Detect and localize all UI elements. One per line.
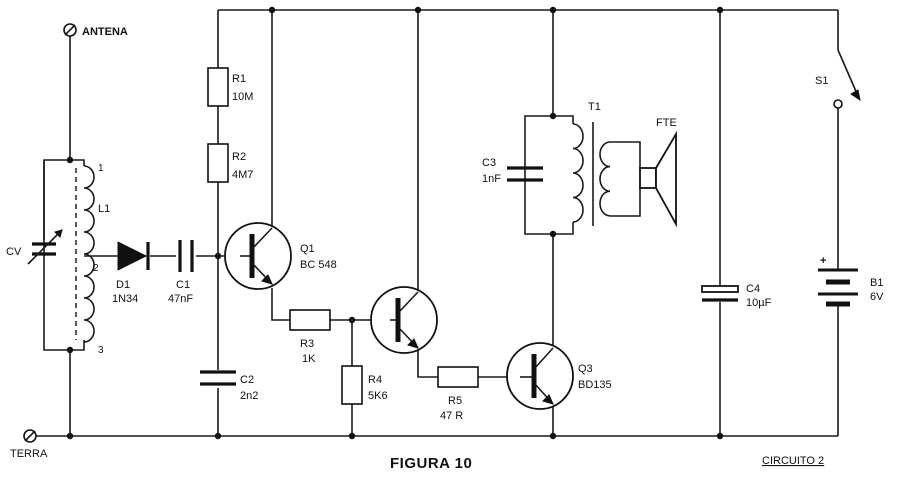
c1-ref: C1 bbox=[176, 279, 190, 291]
q3-ref: Q3 bbox=[578, 363, 593, 375]
t1-ref: T1 bbox=[588, 101, 601, 113]
transistor-q3: Q3 BD135 bbox=[506, 342, 612, 410]
wiring bbox=[36, 9, 839, 437]
coil-l1: L1 1 2 3 bbox=[75, 163, 110, 356]
r2-ref: R2 bbox=[232, 151, 246, 163]
q3-value: BD135 bbox=[578, 379, 612, 391]
s1-ref: S1 bbox=[815, 75, 828, 87]
antenna-label: ANTENA bbox=[82, 26, 128, 38]
c4-value: 10µF bbox=[746, 297, 772, 309]
transformer-t1: T1 bbox=[572, 101, 611, 226]
capacitor-c1: C1 47nF bbox=[168, 240, 194, 305]
antenna-terminal: ANTENA bbox=[63, 23, 128, 38]
c2-ref: C2 bbox=[240, 374, 254, 386]
r3-ref: R3 bbox=[300, 338, 314, 350]
resistor-r5: R5 47 R bbox=[437, 366, 479, 422]
r5-ref: R5 bbox=[448, 395, 462, 407]
r4-ref: R4 bbox=[368, 374, 382, 386]
coil-pin-3: 3 bbox=[98, 345, 104, 356]
figure-title: FIGURA 10 bbox=[390, 455, 472, 472]
d1-value: 1N34 bbox=[112, 293, 138, 305]
r4-value: 5K6 bbox=[368, 390, 388, 402]
c2-value: 2n2 bbox=[240, 390, 258, 402]
resistor-r1: R1 10M bbox=[207, 67, 253, 107]
c3-value: 1nF bbox=[482, 173, 501, 185]
r2-value: 4M7 bbox=[232, 169, 253, 181]
r3-value: 1K bbox=[302, 353, 316, 365]
speaker-fte: FTE bbox=[639, 117, 677, 228]
c4-ref: C4 bbox=[746, 283, 760, 295]
ground-terminal: TERRA bbox=[10, 429, 48, 460]
c3-ref: C3 bbox=[482, 157, 496, 169]
fte-ref: FTE bbox=[656, 117, 677, 129]
cv-ref: CV bbox=[6, 246, 22, 258]
capacitor-c2: C2 2n2 bbox=[200, 370, 258, 402]
ground-label: TERRA bbox=[10, 448, 48, 460]
c1-value: 47nF bbox=[168, 293, 193, 305]
b1-value: 6V bbox=[870, 291, 884, 303]
r1-value: 10M bbox=[232, 91, 253, 103]
b1-ref: B1 bbox=[870, 277, 883, 289]
coil-pin-1: 1 bbox=[98, 163, 104, 174]
l1-ref: L1 bbox=[98, 203, 110, 215]
b1-polarity: + bbox=[820, 255, 826, 267]
r1-ref: R1 bbox=[232, 73, 246, 85]
resistor-r2: R2 4M7 bbox=[207, 143, 253, 183]
q1-ref: Q1 bbox=[300, 243, 315, 255]
resistor-r3: R3 1K bbox=[289, 309, 331, 365]
transistor-q1: Q1 BC 548 bbox=[224, 222, 337, 290]
q1-value: BC 548 bbox=[300, 259, 337, 271]
d1-ref: D1 bbox=[116, 279, 130, 291]
diode-d1: D1 1N34 bbox=[112, 241, 150, 305]
resistor-r4: R4 5K6 bbox=[341, 365, 388, 405]
r5-value: 47 R bbox=[440, 410, 463, 422]
transistor-q2 bbox=[370, 286, 438, 354]
capacitor-c4: C4 10µF bbox=[701, 283, 772, 309]
coil-pin-2: 2 bbox=[93, 263, 99, 274]
capacitor-c3: C3 1nF bbox=[482, 157, 543, 185]
variable-capacitor-cv: CV bbox=[6, 160, 63, 265]
battery-b1: + B1 6V bbox=[818, 255, 884, 307]
circuit-label: CIRCUITO 2 bbox=[762, 455, 824, 467]
switch-s1: S1 bbox=[815, 49, 861, 109]
junctions bbox=[66, 6, 724, 440]
